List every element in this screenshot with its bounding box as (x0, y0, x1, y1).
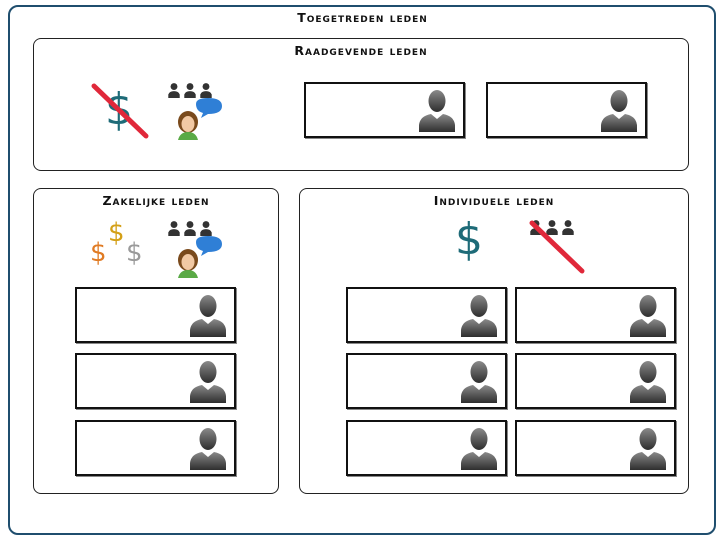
member-card (304, 82, 465, 138)
member-card (75, 287, 236, 343)
person-silhouette-icon (628, 359, 668, 403)
dollar-orange-icon: $ (90, 238, 107, 268)
member-card (75, 353, 236, 409)
person-silhouette-icon (459, 293, 499, 337)
member-card (515, 420, 676, 476)
dollar-gray-icon: $ (126, 238, 143, 268)
member-card (346, 420, 507, 476)
person-silhouette-icon (459, 426, 499, 470)
member-card (346, 353, 507, 409)
person-silhouette-icon (188, 293, 228, 337)
main-title: Toegetreden leden (297, 10, 428, 25)
person-silhouette-icon (599, 88, 639, 132)
no-group-icon (529, 220, 585, 274)
member-card (75, 420, 236, 476)
person-silhouette-icon (188, 426, 228, 470)
member-card (515, 287, 676, 343)
person-silhouette-icon (628, 293, 668, 337)
person-silhouette-icon (628, 426, 668, 470)
section-individuele (299, 188, 689, 494)
member-card (346, 287, 507, 343)
section-title-raadgevende: Raadgevende leden (294, 43, 428, 58)
section-raadgevende (33, 38, 689, 171)
person-silhouette-icon (188, 359, 228, 403)
dollar-gold-icon: $ (108, 218, 125, 248)
dollar-teal-icon: $ (455, 214, 483, 265)
person-silhouette-icon (459, 359, 499, 403)
person-silhouette-icon (417, 88, 457, 132)
section-title-zakelijke: Zakelijke leden (102, 193, 210, 208)
member-card (486, 82, 647, 138)
group-speaker-icon (168, 83, 222, 140)
section-zakelijke (33, 188, 279, 494)
strike-line-icon (91, 83, 149, 139)
group-speaker-icon (168, 221, 222, 278)
member-card (515, 353, 676, 409)
section-title-individuele: Individuele leden (433, 193, 555, 208)
